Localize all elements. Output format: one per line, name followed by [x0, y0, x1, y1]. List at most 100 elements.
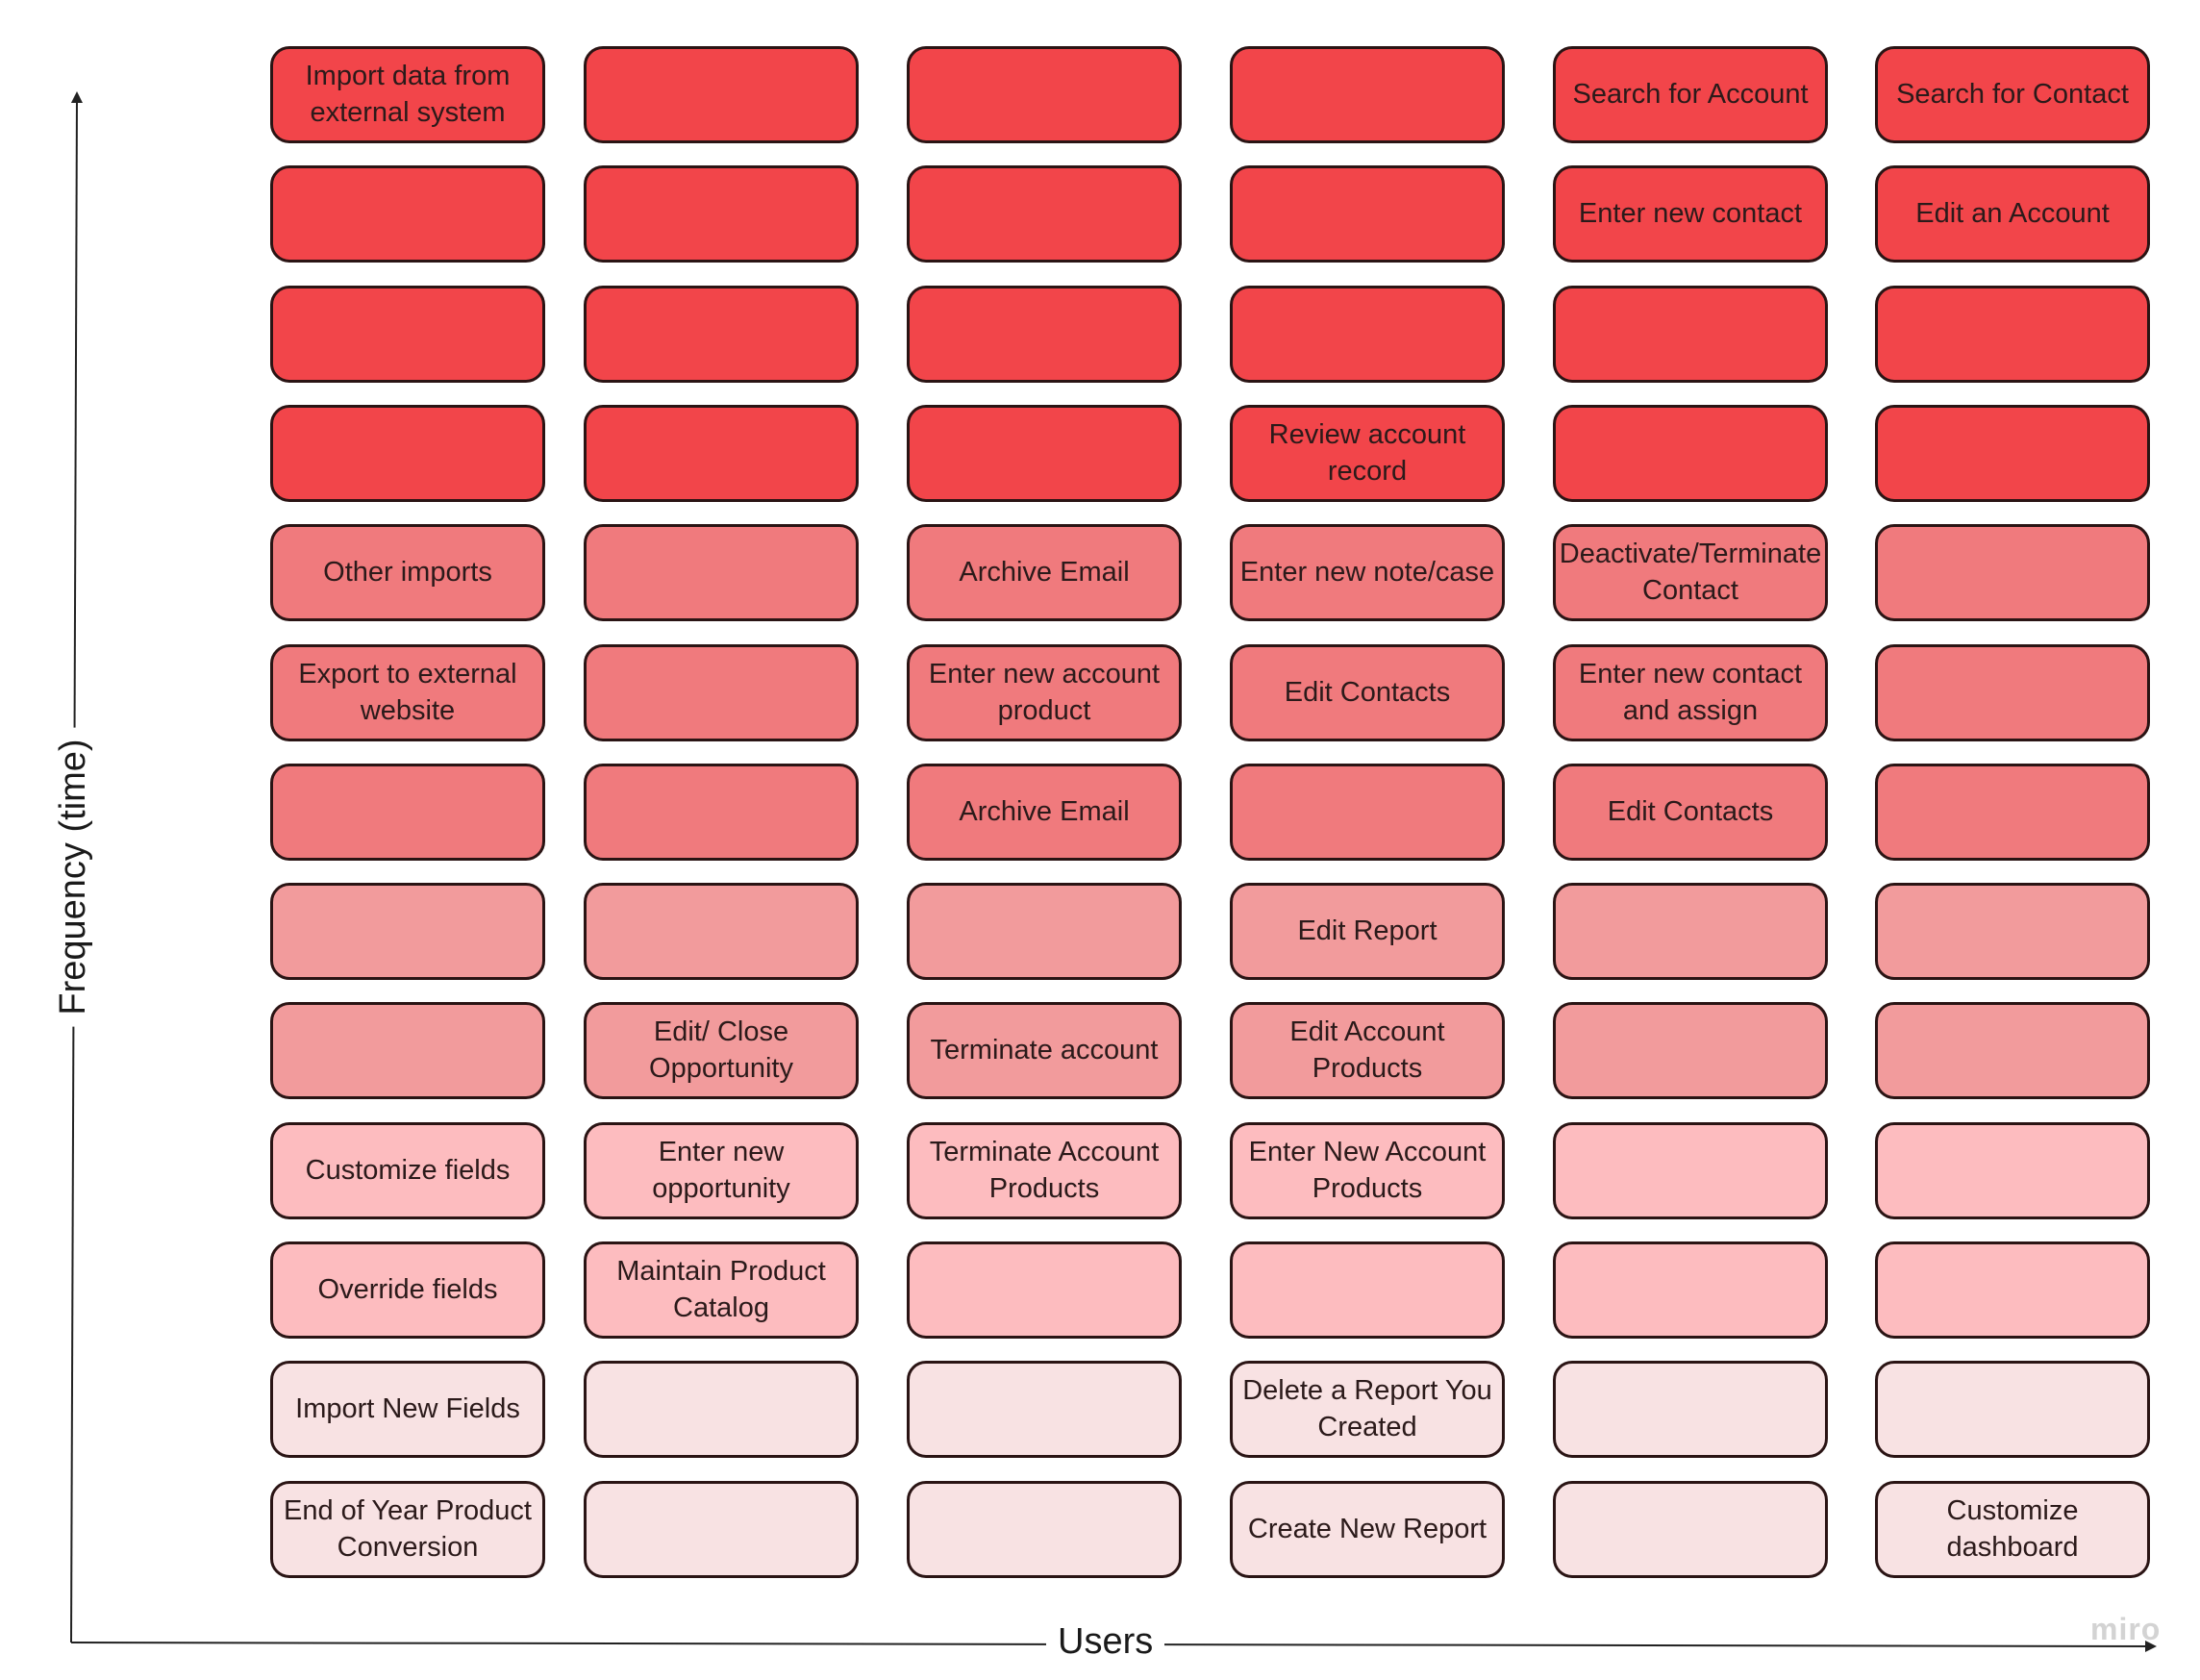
sticky-note-text: Customize dashboard	[1946, 1494, 2079, 1563]
sticky-note[interactable]: Edit Report	[1230, 883, 1505, 980]
sticky-note-text: Search for Account	[1572, 78, 1809, 110]
sticky-note[interactable]: Terminate Account Products	[907, 1122, 1182, 1219]
sticky-note[interactable]	[1875, 764, 2150, 861]
sticky-note[interactable]: Edit an Account	[1875, 165, 2150, 263]
sticky-note[interactable]	[1553, 405, 1828, 502]
sticky-note[interactable]	[1875, 524, 2150, 621]
sticky-note[interactable]	[1875, 1361, 2150, 1458]
sticky-note[interactable]: Enter new note/case	[1230, 524, 1505, 621]
sticky-note[interactable]	[270, 286, 545, 383]
sticky-note[interactable]: Edit Account Products	[1230, 1002, 1505, 1099]
sticky-note[interactable]	[1230, 1241, 1505, 1339]
sticky-note-text: Export to external website	[298, 658, 517, 726]
sticky-note[interactable]	[1553, 1481, 1828, 1578]
sticky-note[interactable]	[907, 46, 1182, 143]
sticky-note-text: Customize fields	[305, 1154, 511, 1186]
sticky-note[interactable]	[270, 883, 545, 980]
sticky-note[interactable]	[584, 405, 859, 502]
sticky-note[interactable]: Search for Contact	[1875, 46, 2150, 143]
sticky-note[interactable]	[907, 286, 1182, 383]
sticky-note[interactable]: Import New Fields	[270, 1361, 545, 1458]
sticky-note[interactable]	[907, 883, 1182, 980]
sticky-note[interactable]	[907, 405, 1182, 502]
sticky-note[interactable]	[584, 1361, 859, 1458]
sticky-note[interactable]	[907, 1241, 1182, 1339]
sticky-note[interactable]	[584, 46, 859, 143]
sticky-note-text: End of Year Product Conversion	[284, 1494, 532, 1563]
sticky-note[interactable]: Edit Contacts	[1230, 644, 1505, 741]
sticky-note[interactable]	[1875, 883, 2150, 980]
sticky-note-text: Enter new opportunity	[652, 1136, 790, 1204]
sticky-note[interactable]: Enter New Account Products	[1230, 1122, 1505, 1219]
sticky-note[interactable]	[1230, 286, 1505, 383]
sticky-note[interactable]	[584, 524, 859, 621]
sticky-note[interactable]: Create New Report	[1230, 1481, 1505, 1578]
sticky-note[interactable]	[1875, 286, 2150, 383]
sticky-note[interactable]: Enter new account product	[907, 644, 1182, 741]
sticky-note[interactable]	[270, 165, 545, 263]
sticky-note-text: Create New Report	[1247, 1513, 1488, 1544]
sticky-note-text: Enter new contact	[1578, 197, 1803, 229]
sticky-note[interactable]	[584, 883, 859, 980]
sticky-note[interactable]: Override fields	[270, 1241, 545, 1339]
sticky-note[interactable]	[584, 644, 859, 741]
sticky-note-text: Edit Report	[1297, 915, 1438, 946]
sticky-note[interactable]: Customize dashboard	[1875, 1481, 2150, 1578]
sticky-note[interactable]	[1553, 1122, 1828, 1219]
sticky-note[interactable]	[584, 764, 859, 861]
sticky-note-text: Edit an Account	[1915, 197, 2110, 229]
sticky-note[interactable]	[584, 165, 859, 263]
sticky-note-text: Archive Email	[959, 795, 1130, 827]
sticky-note-text: Enter new account product	[928, 658, 1161, 726]
sticky-note[interactable]	[907, 1361, 1182, 1458]
sticky-note[interactable]: Export to external website	[270, 644, 545, 741]
sticky-note[interactable]: Review account record	[1230, 405, 1505, 502]
sticky-note[interactable]	[1230, 165, 1505, 263]
sticky-note-text: Edit Contacts	[1284, 676, 1451, 708]
sticky-note[interactable]	[584, 286, 859, 383]
sticky-note-text: Edit Account Products	[1289, 1016, 1445, 1084]
sticky-note[interactable]: Enter new opportunity	[584, 1122, 859, 1219]
sticky-note[interactable]: Search for Account	[1553, 46, 1828, 143]
sticky-note[interactable]: Archive Email	[907, 524, 1182, 621]
sticky-note[interactable]	[907, 1481, 1182, 1578]
sticky-note-text: Edit/ Close Opportunity	[649, 1016, 793, 1084]
sticky-note[interactable]: Import data from external system	[270, 46, 545, 143]
sticky-note[interactable]: Edit/ Close Opportunity	[584, 1002, 859, 1099]
sticky-note[interactable]: Delete a Report You Created	[1230, 1361, 1505, 1458]
sticky-note[interactable]	[1553, 1241, 1828, 1339]
y-axis-label: Frequency (time)	[53, 727, 93, 1027]
sticky-note[interactable]	[1553, 1002, 1828, 1099]
sticky-note[interactable]: Archive Email	[907, 764, 1182, 861]
sticky-note[interactable]	[1875, 1241, 2150, 1339]
sticky-note[interactable]: Customize fields	[270, 1122, 545, 1219]
sticky-note[interactable]	[270, 405, 545, 502]
sticky-note-text: Search for Contact	[1896, 78, 2129, 110]
sticky-note[interactable]	[907, 165, 1182, 263]
sticky-note[interactable]	[1875, 1002, 2150, 1099]
sticky-note[interactable]	[1875, 405, 2150, 502]
sticky-note[interactable]	[1230, 46, 1505, 143]
sticky-note-text: Override fields	[317, 1273, 498, 1305]
sticky-note[interactable]: Deactivate/Terminate Contact	[1553, 524, 1828, 621]
sticky-note[interactable]: Enter new contact	[1553, 165, 1828, 263]
sticky-note-text: Enter New Account Products	[1248, 1136, 1487, 1204]
sticky-note[interactable]	[1230, 764, 1505, 861]
sticky-note[interactable]	[1553, 883, 1828, 980]
sticky-note[interactable]: Maintain Product Catalog	[584, 1241, 859, 1339]
sticky-note[interactable]: Enter new contact and assign	[1553, 644, 1828, 741]
sticky-note-text: Edit Contacts	[1607, 795, 1774, 827]
sticky-note[interactable]	[1553, 1361, 1828, 1458]
sticky-note[interactable]	[270, 764, 545, 861]
sticky-note[interactable]	[1875, 1122, 2150, 1219]
sticky-note[interactable]	[270, 1002, 545, 1099]
sticky-note-text: Archive Email	[959, 556, 1130, 588]
sticky-note[interactable]	[584, 1481, 859, 1578]
sticky-note[interactable]	[1553, 286, 1828, 383]
sticky-note-text: Maintain Product Catalog	[616, 1255, 826, 1323]
sticky-note[interactable]	[1875, 644, 2150, 741]
sticky-note[interactable]: Other imports	[270, 524, 545, 621]
sticky-note[interactable]: End of Year Product Conversion	[270, 1481, 545, 1578]
sticky-note[interactable]: Terminate account	[907, 1002, 1182, 1099]
sticky-note[interactable]: Edit Contacts	[1553, 764, 1828, 861]
